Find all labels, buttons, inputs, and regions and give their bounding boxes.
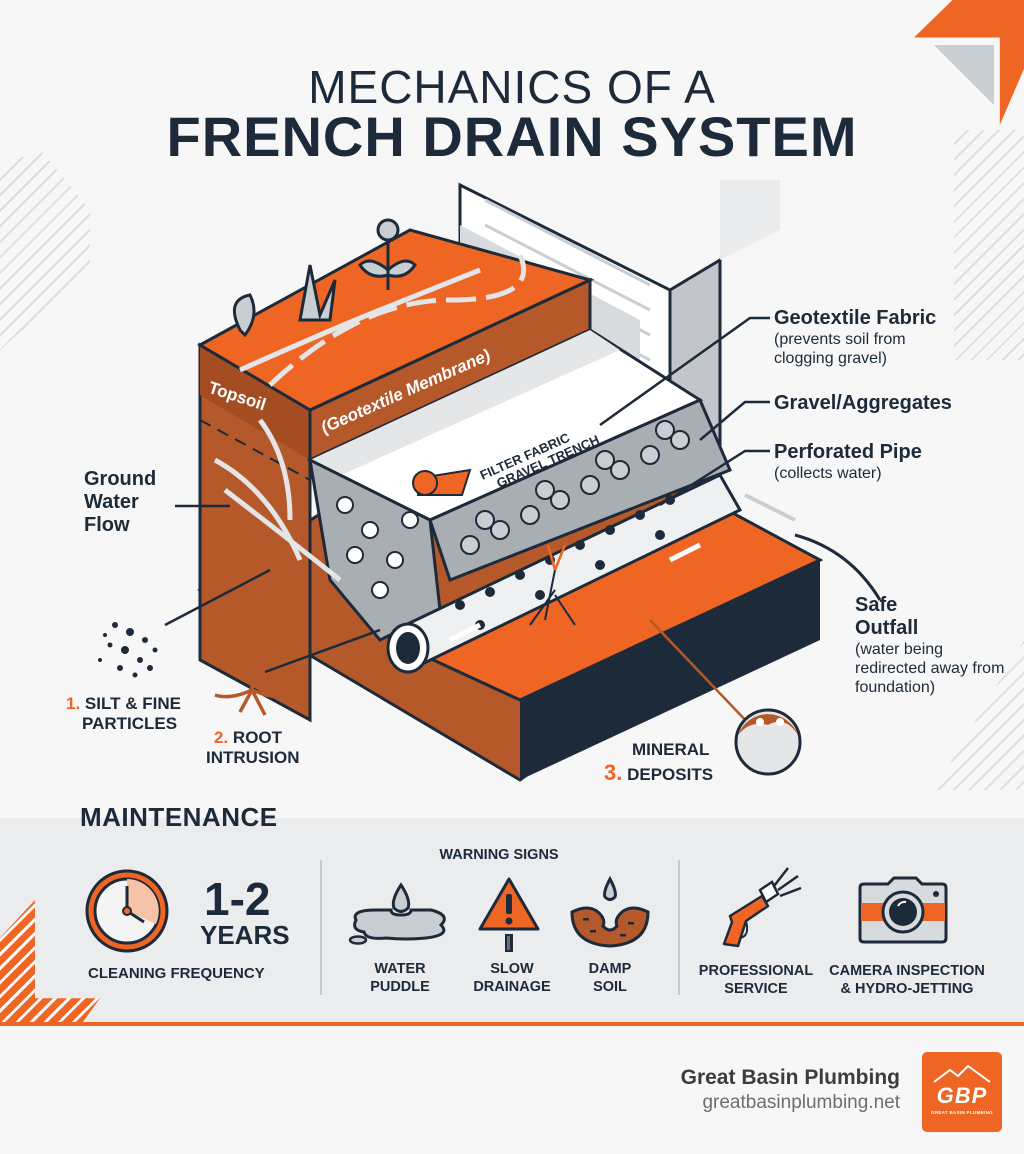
issue-minerals: MINERAL 3. DEPOSITS bbox=[604, 740, 713, 785]
camera-icon bbox=[858, 876, 948, 944]
pressure-washer-icon bbox=[722, 867, 802, 948]
outfall-pointer bbox=[794, 533, 882, 601]
callout-groundwater: Ground Water Flow bbox=[84, 468, 156, 537]
warning-slow-drainage-line2: DRAINAGE bbox=[473, 979, 551, 996]
logo-text: GBP bbox=[936, 1083, 988, 1108]
issue-minerals-number: 3. bbox=[604, 759, 623, 785]
issue-silt-line1: SILT & FINE bbox=[84, 694, 181, 713]
fabric-roll-icon bbox=[412, 468, 472, 496]
groundwater-line2: Water bbox=[84, 491, 139, 513]
logo-subtext: GREAT BASIN PLUMBING bbox=[931, 1110, 993, 1115]
service-camera-line2: & HYDRO-JETTING bbox=[840, 981, 974, 998]
outfall-arrow bbox=[744, 493, 796, 522]
service-professional-line1: PROFESSIONAL bbox=[698, 963, 814, 979]
callout-outfall-sub: (water being redirected away from founda… bbox=[855, 641, 1005, 697]
service-professional: PROFESSIONAL SERVICE bbox=[690, 962, 822, 998]
callout-geotextile: Geotextile Fabric (prevents soil from cl… bbox=[774, 307, 1014, 368]
issue-roots-line2: INTRUSION bbox=[206, 747, 300, 767]
flow-arrows bbox=[213, 418, 702, 643]
callout-geotextile-title: Geotextile Fabric bbox=[774, 307, 937, 329]
callout-outfall-title-2: Outfall bbox=[855, 617, 919, 639]
frequency-unit: YEARS bbox=[200, 920, 290, 950]
issue-roots: 2. ROOT INTRUSION bbox=[206, 728, 300, 767]
service-professional-line2: SERVICE bbox=[724, 981, 788, 998]
brand-logo: GBP GREAT BASIN PLUMBING bbox=[922, 1052, 1002, 1132]
warning-water-puddle: WATER PUDDLE bbox=[358, 960, 442, 996]
issue-roots-number: 2. bbox=[214, 728, 229, 747]
french-drain-diagram bbox=[98, 180, 882, 782]
warning-slow-drainage-line1: SLOW bbox=[490, 961, 534, 977]
callout-pipe-sub: (collects water) bbox=[774, 465, 882, 482]
callout-pipe-title: Perforated Pipe bbox=[774, 441, 922, 463]
issue-minerals-line1: MINERAL bbox=[632, 740, 710, 759]
callout-geotextile-sub: (prevents soil from clogging gravel) bbox=[774, 331, 906, 368]
damp-soil-icon bbox=[570, 875, 650, 948]
callout-gravel-title: Gravel/Aggregates bbox=[774, 392, 952, 414]
issue-silt-line2: PARTICLES bbox=[82, 713, 178, 733]
callout-outfall: Safe Outfall (water being redirected awa… bbox=[855, 594, 1015, 698]
brand-url[interactable]: greatbasinplumbing.net bbox=[702, 1092, 900, 1113]
divider-1 bbox=[320, 860, 322, 995]
warning-water-puddle-line1: WATER bbox=[374, 961, 426, 977]
callout-outfall-title-1: Safe bbox=[855, 594, 898, 616]
maintenance-title: MAINTENANCE bbox=[80, 802, 278, 832]
plants-icon bbox=[232, 218, 417, 338]
page-title: FRENCH DRAIN SYSTEM bbox=[166, 105, 858, 168]
background-hatch-right bbox=[954, 130, 1024, 360]
brand-name: Great Basin Plumbing bbox=[680, 1066, 900, 1089]
warning-slow-drainage: SLOW DRAINAGE bbox=[464, 960, 560, 996]
maintenance-bottom-rule bbox=[0, 1022, 1024, 1026]
leader-lines bbox=[164, 316, 770, 726]
issue-silt: 1. SILT & FINE PARTICLES bbox=[66, 694, 181, 733]
service-camera-inspection: CAMERA INSPECTION & HYDRO-JETTING bbox=[822, 962, 992, 998]
warning-water-puddle-line2: PUDDLE bbox=[370, 979, 430, 996]
water-puddle-icon bbox=[348, 882, 446, 945]
frequency-value: 1-2 bbox=[204, 873, 271, 925]
clock-icon bbox=[85, 869, 169, 953]
soil-block bbox=[196, 228, 595, 723]
roots-icon bbox=[214, 668, 289, 716]
groundwater-line3: Flow bbox=[84, 514, 130, 536]
warning-damp-soil-line1: DAMP bbox=[588, 961, 632, 977]
callout-gravel: Gravel/Aggregates bbox=[774, 392, 1014, 415]
issue-roots-line1: ROOT bbox=[232, 728, 283, 747]
title-line-1: MECHANICS OF A bbox=[308, 61, 716, 113]
mineral-deposit-icon bbox=[734, 708, 802, 776]
frequency-label: CLEANING FREQUENCY bbox=[88, 965, 265, 982]
warning-sign-icon bbox=[478, 877, 540, 952]
divider-2 bbox=[678, 860, 680, 995]
warning-damp-soil-line2: SOIL bbox=[593, 979, 627, 996]
service-camera-line1: CAMERA INSPECTION bbox=[829, 963, 985, 979]
issue-silt-number: 1. bbox=[66, 694, 81, 713]
mountain-icon bbox=[933, 1064, 991, 1083]
warning-signs-title: WARNING SIGNS bbox=[439, 847, 559, 863]
issue-minerals-line2: DEPOSITS bbox=[627, 764, 714, 784]
callout-pipe: Perforated Pipe (collects water) bbox=[774, 441, 1014, 483]
groundwater-line1: Ground bbox=[84, 468, 157, 490]
warning-damp-soil: DAMP SOIL bbox=[572, 960, 648, 996]
gravel-trench bbox=[306, 328, 732, 642]
particles-icon bbox=[98, 622, 158, 678]
